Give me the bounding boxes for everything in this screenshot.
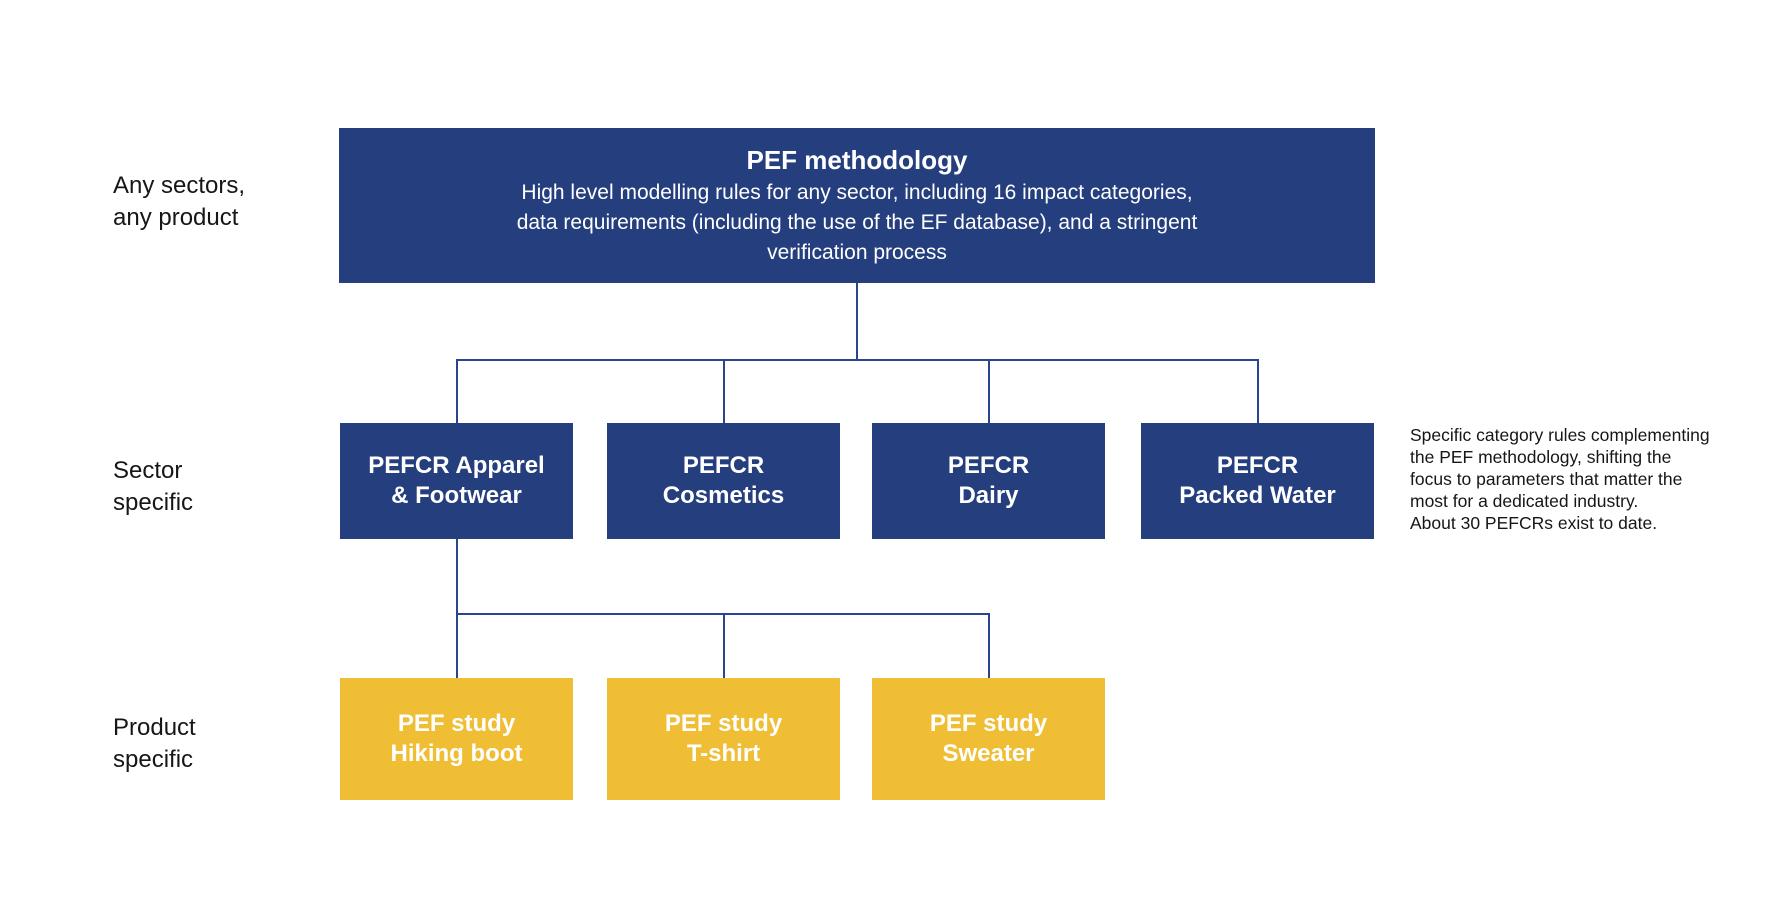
sector-box-apparel-footwear: PEFCR Apparel & Footwear bbox=[340, 423, 573, 539]
root-box-pef-methodology: PEF methodology High level modelling rul… bbox=[339, 128, 1375, 283]
sector-box-label: PEFCR Cosmetics bbox=[662, 452, 785, 509]
product-box-label: PEF study T-shirt bbox=[664, 710, 783, 767]
root-box-description: High level modelling rules for any secto… bbox=[516, 180, 1198, 264]
product-box-tshirt: PEF study T-shirt bbox=[607, 678, 840, 800]
product-box-sweater: PEF study Sweater bbox=[872, 678, 1105, 800]
sector-box-packed-water: PEFCR Packed Water bbox=[1141, 423, 1374, 539]
connector-drop-cosmetics bbox=[723, 359, 725, 424]
connector-drop-packed-water bbox=[1257, 359, 1259, 424]
sector-box-label: PEFCR Dairy bbox=[947, 452, 1030, 509]
row-label-sector-specific: Sector specific bbox=[113, 457, 194, 516]
connector-drop-apparel bbox=[456, 359, 458, 424]
sector-box-dairy: PEFCR Dairy bbox=[872, 423, 1105, 539]
pefcr-side-note: Specific category rules complementing th… bbox=[1410, 425, 1710, 533]
row-label-product-specific: Product specific bbox=[113, 714, 196, 773]
root-box-title: PEF methodology bbox=[746, 144, 968, 175]
product-box-label: PEF study Hiking boot bbox=[390, 710, 523, 767]
connector-drop-dairy bbox=[988, 359, 990, 424]
sector-box-label: PEFCR Apparel & Footwear bbox=[368, 452, 545, 509]
row-label-any-sectors: Any sectors, any product bbox=[113, 172, 246, 231]
connector-root-stem bbox=[856, 283, 858, 361]
connector-product-hline bbox=[456, 613, 989, 615]
sector-box-cosmetics: PEFCR Cosmetics bbox=[607, 423, 840, 539]
connector-apparel-stem bbox=[456, 539, 458, 615]
connector-drop-tshirt bbox=[723, 613, 725, 679]
connector-sector-hline bbox=[456, 359, 1259, 361]
product-box-label: PEF study Sweater bbox=[929, 710, 1048, 767]
product-box-hiking-boot: PEF study Hiking boot bbox=[340, 678, 573, 800]
sector-box-label: PEFCR Packed Water bbox=[1179, 452, 1336, 509]
connector-drop-sweater bbox=[988, 613, 990, 679]
connector-drop-hiking-boot bbox=[456, 613, 458, 679]
